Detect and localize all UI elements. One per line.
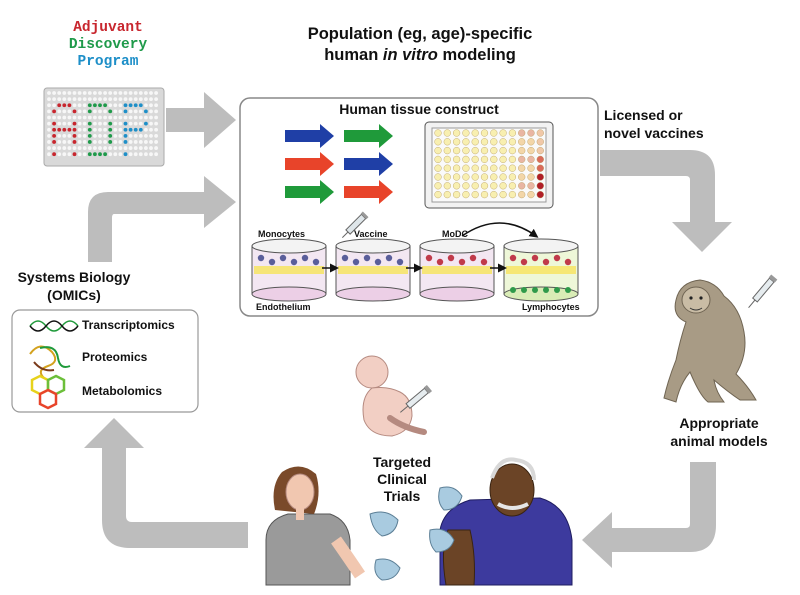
glove-hand-left [369,511,401,581]
omics-box [11,309,199,413]
glove-hand-right [429,486,463,553]
arrow-trials-to-omics [84,418,248,548]
population-title-italic: in vitro [382,46,438,64]
animal-models-label: Appropriate animal models [654,414,784,450]
adp-title-line1: Adjuvant [73,20,143,36]
adp-logo [43,87,165,167]
arrow-box-to-animal [600,150,732,252]
omics-item-transcriptomics: Transcriptomics [82,318,175,332]
omics-item-proteomics: Proteomics [82,350,148,364]
well-plate [424,121,554,209]
baby-syringe [400,384,433,413]
population-title: Population (eg, age)-specific human in v… [250,24,590,66]
licensed-line2: novel vaccines [604,125,704,141]
omics-item-metabolomics: Metabolomics [82,384,163,398]
cylinder-arrows [322,222,539,273]
baby-illustration [355,355,427,437]
label-vaccine: Vaccine [354,229,388,239]
adp-title-line2: Discovery [68,37,148,53]
animal-line1: Appropriate [679,415,759,431]
monkey-illustration [663,279,757,403]
population-title-line2: human in vitro modeling [250,45,590,66]
trials-line3: Trials [383,488,421,504]
animal-line2: animal models [670,433,768,449]
tissue-box-title: Human tissue construct [339,101,499,117]
arrow-animal-to-trials [582,462,716,568]
cycle-arrows [84,92,732,568]
adp-title-line3: Program [77,54,139,70]
licensed-line1: Licensed or [604,107,683,123]
trials-line1: Targeted [372,454,432,470]
targeted-trials-label: Targeted Clinical Trials [352,454,452,505]
hexagons-icon [30,374,66,410]
label-monocytes: Monocytes [258,229,306,239]
sysbio-line2: (OMICs) [47,287,101,303]
adp-title: Adjuvant Discovery Program [48,20,168,71]
sysbio-line1: Systems Biology [17,269,131,285]
population-title-line1: Population (eg, age)-specific [307,25,533,43]
trials-line2: Clinical [377,471,427,487]
arrow-adp-to-box [166,92,236,148]
licensed-vaccines-label: Licensed or novel vaccines [604,106,704,142]
monkey-syringe [748,274,778,308]
vaccine-syringe [341,211,369,239]
label-lymphocytes: Lymphocytes [522,302,580,312]
population-title-post: modeling [437,46,516,64]
protein-icon [29,345,71,379]
population-title-pre: human [324,46,383,64]
woman-illustration [265,466,365,586]
elderly-man-illustration [439,457,573,586]
label-endothelium: Endothelium [256,302,311,312]
arrow-omics-to-box [88,176,236,262]
colored-arrows [285,124,393,204]
systems-biology-label: Systems Biology (OMICs) [4,268,144,304]
label-modc: MoDC [442,229,468,239]
dna-icon [29,320,79,332]
transwell-cylinders [251,238,579,302]
